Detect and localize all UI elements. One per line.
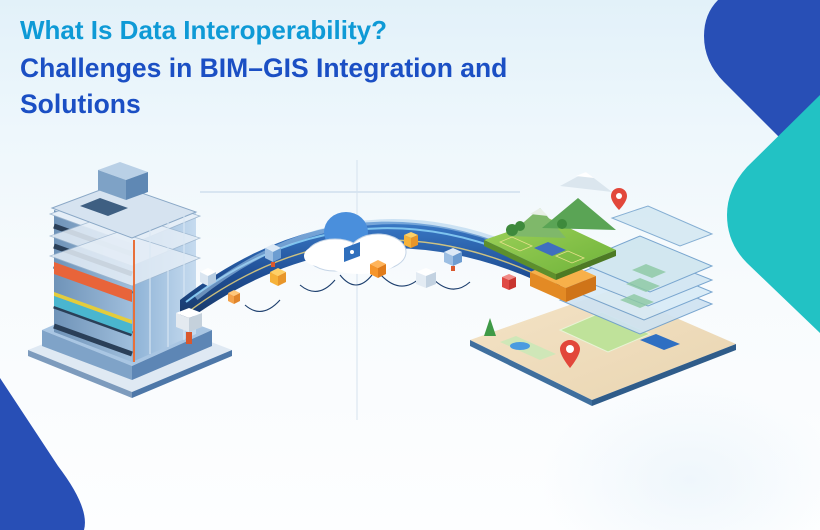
background-glow — [540, 380, 820, 530]
title-question: What Is Data Interoperability? — [20, 15, 387, 45]
decor-teal-shape-right — [727, 95, 820, 333]
decor-blue-shape-bottom-left — [0, 378, 85, 530]
location-pin-icon — [560, 340, 580, 368]
location-pin-icon — [611, 188, 627, 210]
title-block: What Is Data Interoperability? Challenge… — [20, 14, 507, 122]
bim-building-icon — [28, 162, 232, 398]
title-main-line-1: Challenges in BIM–GIS Integration and — [20, 53, 508, 83]
decor-blue-shape-top-right — [704, 0, 820, 140]
data-cubes — [176, 232, 516, 344]
title-main-line-2: Solutions — [20, 89, 141, 119]
gis-map-layers-icon — [470, 172, 736, 406]
